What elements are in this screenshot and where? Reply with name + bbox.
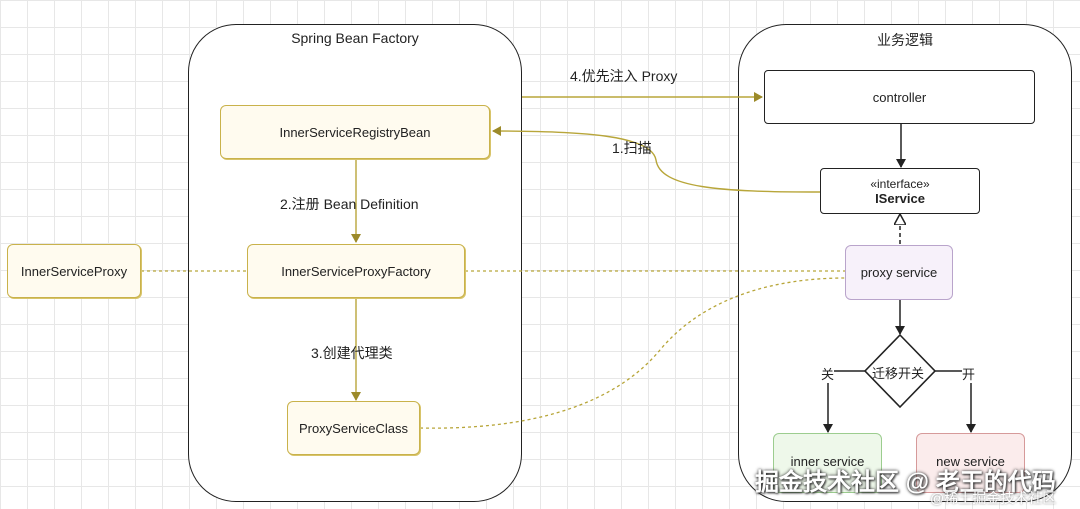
decision-diamond — [863, 333, 937, 409]
edge-scan — [492, 126, 821, 193]
inner-service-proxy-factory: InnerServiceProxyFactory — [247, 244, 465, 298]
inner-service-node: inner service — [773, 433, 882, 493]
proxy-service-node: proxy service — [845, 245, 953, 300]
controller-node: controller — [764, 70, 1035, 124]
inner-service-proxy: InnerServiceProxy — [7, 244, 141, 298]
spring-bean-factory-title: Spring Bean Factory — [291, 30, 419, 46]
inner-service-label: inner service — [790, 454, 865, 469]
label-create: 3.创建代理类 — [311, 345, 393, 361]
label-switch-off: 关 — [821, 364, 835, 383]
inner-service-registry-bean: InnerServiceRegistryBean — [220, 105, 490, 159]
label-register: 2.注册 Bean Definition — [280, 196, 419, 212]
decision-label: 迁移开关 — [872, 366, 925, 381]
iservice-name: IService — [875, 190, 925, 206]
iservice-stereotype: «interface» — [870, 176, 930, 191]
new-service-node: new service — [916, 433, 1025, 493]
label-inject-proxy: 4.优先注入 Proxy — [570, 68, 678, 84]
proxy-service-class: ProxyServiceClass — [287, 401, 420, 455]
watermark-main: 掘金技术社区 @ 老王的代码 — [755, 469, 1056, 496]
iservice-interface: «interface» IService — [820, 168, 980, 214]
new-service-label: new service — [936, 454, 1005, 469]
label-switch-on: 开 — [962, 364, 976, 383]
watermark-sub: @稀土掘金技术社区 — [930, 490, 1057, 506]
edge-class-proxyservice — [419, 277, 846, 429]
label-scan: 1.扫描 — [612, 140, 652, 156]
business-logic-title: 业务逻辑 — [877, 32, 933, 48]
